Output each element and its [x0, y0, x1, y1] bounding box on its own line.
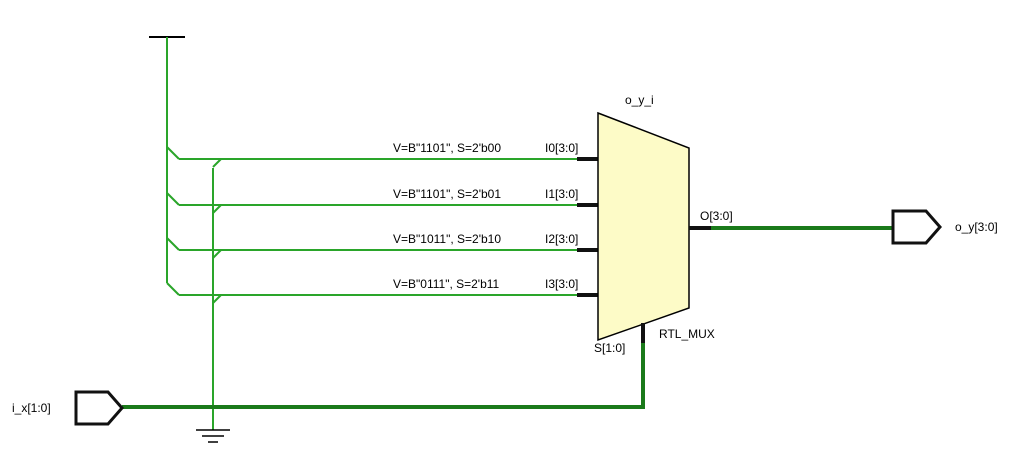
- input-row-3: V=B"0111", S=2'b11 I3[3:0]: [166, 277, 598, 304]
- input-row-0: V=B"1101", S=2'b00 I0[3:0]: [166, 141, 598, 168]
- input-port-icon[interactable]: [74, 390, 124, 426]
- select-pin-label: S[1:0]: [594, 341, 625, 355]
- input-pin-0: I0[3:0]: [545, 141, 578, 155]
- input-value-1: V=B"1101", S=2'b01: [393, 187, 501, 201]
- cell-type: RTL_MUX: [659, 327, 715, 341]
- power-symbol: [149, 36, 185, 283]
- output-pin-label: O[3:0]: [700, 209, 733, 223]
- input-value-2: V=B"1011", S=2'b10: [393, 232, 501, 246]
- input-pin-1: I1[3:0]: [545, 187, 578, 201]
- input-port-label: i_x[1:0]: [12, 401, 51, 415]
- input-row-2: V=B"1011", S=2'b10 I2[3:0]: [166, 232, 598, 259]
- ground-icon: [196, 168, 230, 443]
- input-value-3: V=B"0111", S=2'b11: [393, 277, 500, 291]
- output-port-label: o_y[3:0]: [955, 220, 998, 234]
- instance-name: o_y_i: [625, 93, 654, 107]
- input-value-0: V=B"1101", S=2'b00: [393, 141, 501, 155]
- output-port-icon[interactable]: [891, 209, 942, 245]
- input-pin-2: I2[3:0]: [545, 232, 578, 246]
- input-pin-3: I3[3:0]: [545, 277, 578, 291]
- mux-cell[interactable]: [597, 111, 690, 342]
- select-bus[interactable]: [122, 343, 645, 409]
- input-row-1: V=B"1101", S=2'b01 I1[3:0]: [166, 187, 598, 214]
